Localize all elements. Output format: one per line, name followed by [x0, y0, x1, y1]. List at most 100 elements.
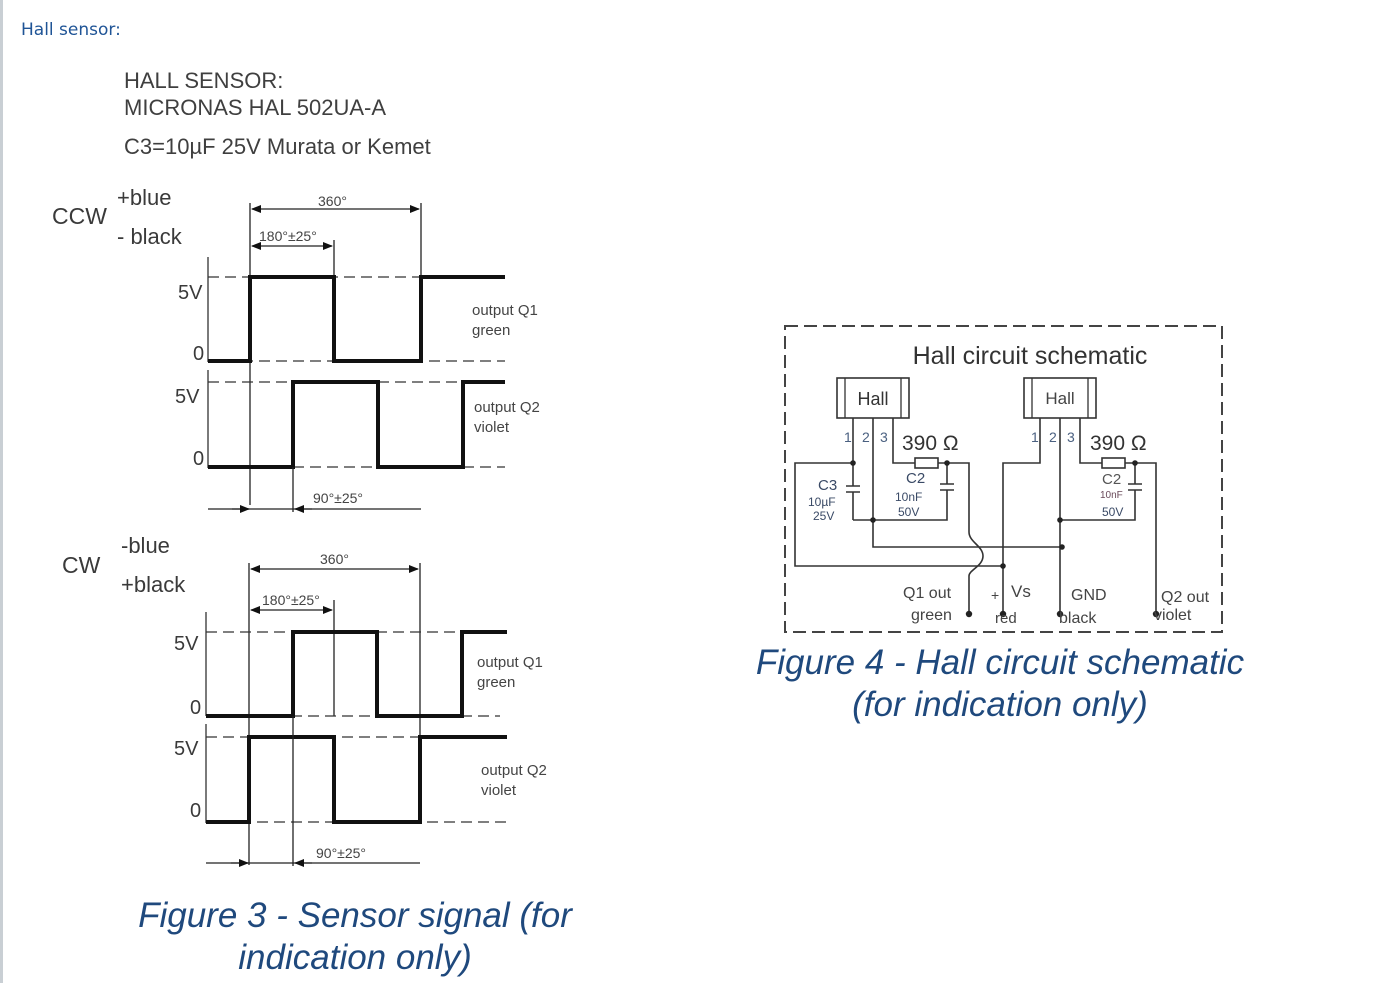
right-c2-name: C2: [1102, 471, 1121, 488]
cw-polarity-blue: -blue: [121, 533, 170, 558]
c3-value: 10µF: [808, 495, 836, 509]
wire: [872, 418, 1062, 548]
wire: [968, 523, 984, 612]
right-pin-3-label: 3: [1067, 429, 1075, 445]
hall-sensor-right-label: Hall: [1045, 389, 1074, 408]
wire: [794, 462, 1003, 567]
terminal-vs: [999, 610, 1007, 618]
section-heading: Hall sensor:: [21, 20, 121, 40]
figure3-caption: Figure 3 - Sensor signal (for indication…: [95, 895, 615, 979]
left-c2-name: C2: [906, 470, 925, 487]
q1-out-label: Q1 out: [903, 585, 952, 602]
right-c2-symbol: [1060, 463, 1142, 521]
vs-label: Vs: [1011, 582, 1031, 601]
hall-circuit-schematic: Hall circuit schematic Hall 1 2 3 390 Ω …: [784, 325, 1223, 633]
left-resistor-label: 390 Ω: [902, 432, 959, 455]
junction-dot: [1057, 517, 1063, 523]
figure4-caption-line2: (for indication only): [852, 685, 1148, 724]
wire: [1079, 418, 1102, 464]
junction-dots: [850, 460, 1160, 618]
schematic-wiring: [794, 418, 1157, 612]
ccw-q1-waveform: [208, 275, 505, 363]
sensor-header-model: MICRONAS HAL 502UA-A: [124, 95, 387, 120]
cw-diagram: CW -blue +black 360° 180°±25° 5V 0 outpu…: [62, 533, 547, 867]
ccw-q2-name: output Q2: [474, 399, 540, 416]
ccw-period-label: 360°: [318, 193, 347, 209]
cw-q1-waveform: [206, 630, 507, 718]
wire: [1002, 418, 1041, 566]
ccw-direction-label: CCW: [52, 203, 107, 229]
wire: [892, 418, 915, 464]
junction-dot: [870, 517, 876, 523]
ccw-polarity-black: - black: [117, 224, 183, 249]
left-margin-rule: [0, 0, 3, 983]
vs-color-label: red: [995, 610, 1017, 627]
wire: [1125, 462, 1157, 612]
right-resistor-label: 390 Ω: [1090, 432, 1147, 455]
hall-sensor-left-label: Hall: [857, 389, 888, 409]
schematic-border: [784, 325, 1223, 633]
cw-phase-label: 90°±25°: [316, 845, 366, 861]
sensor-header-capacitor: C3=10µF 25V Murata or Kemet: [124, 134, 431, 159]
terminal-q2: [1152, 610, 1160, 618]
cw-q2-low-label: 0: [190, 800, 201, 822]
figure4-caption-line1: Figure 4 - Hall circuit schematic: [755, 643, 1245, 682]
left-c2-symbol: [940, 483, 954, 491]
gnd-color-label: black: [1059, 610, 1097, 627]
gnd-label: GND: [1071, 587, 1107, 604]
hall-sensor-right: Hall 1 2 3 390 Ω C2 10nF 50V: [1023, 377, 1147, 519]
ccw-q2-high-label: 5V: [175, 386, 200, 408]
left-pin-1-label: 1: [844, 429, 852, 445]
junction-dot: [1059, 544, 1065, 550]
right-pin-2-label: 2: [1049, 429, 1057, 445]
wire: [938, 462, 970, 523]
ccw-phase-label: 90°±25°: [313, 490, 363, 506]
cw-polarity-black: +black: [121, 572, 186, 597]
schematic-title: Hall circuit schematic: [913, 342, 1148, 370]
ccw-q2-waveform: [208, 380, 505, 469]
right-c2-value: 10nF: [1100, 490, 1123, 501]
q2-color-label: violet: [1154, 607, 1192, 624]
wire: [853, 490, 948, 521]
q2-out-label: Q2 out: [1161, 589, 1210, 606]
ccw-q1-high-label: 5V: [178, 282, 203, 304]
junction-dot: [1132, 460, 1138, 466]
ccw-half-label: 180°±25°: [259, 228, 317, 244]
left-c2-voltage: 50V: [898, 505, 919, 519]
cw-q2-high-label: 5V: [174, 738, 199, 760]
cw-q2-color: violet: [481, 782, 517, 799]
left-pin-3-label: 3: [880, 429, 888, 445]
cw-period-label: 360°: [320, 551, 349, 567]
cw-q1-high-label: 5V: [174, 633, 199, 655]
sensor-signal-diagram: CCW +blue - black 360° 180°±25° 5V 0 out…: [52, 185, 547, 867]
figure3-caption-line1: Figure 3 - Sensor signal (for: [138, 896, 572, 935]
cw-q2-name: output Q2: [481, 762, 547, 779]
cw-half-label: 180°±25°: [262, 592, 320, 608]
c3-name: C3: [818, 477, 837, 494]
ccw-q1-color: green: [472, 322, 510, 339]
cw-q2-waveform: [206, 735, 507, 824]
c3-symbol: [846, 463, 860, 520]
vs-plus-label: +: [991, 587, 999, 603]
hall-sensor-left: Hall 1 2 3 390 Ω C3 10µF 25V C2 10nF 50V: [808, 377, 959, 523]
figure3-caption-line2: indication only): [238, 938, 472, 977]
junction-dot: [850, 460, 856, 466]
terminal-q1: [965, 610, 973, 618]
figure4-caption: Figure 4 - Hall circuit schematic (for i…: [730, 642, 1270, 726]
ccw-q2-low-label: 0: [193, 448, 204, 470]
cw-q1-color: green: [477, 674, 515, 691]
c3-voltage: 25V: [813, 509, 834, 523]
ccw-diagram: CCW +blue - black 360° 180°±25° 5V 0 out…: [52, 185, 540, 513]
right-resistor: [1101, 457, 1126, 469]
terminal-gnd: [1056, 610, 1064, 618]
ccw-q1-name: output Q1: [472, 302, 538, 319]
right-pin-1-label: 1: [1031, 429, 1039, 445]
junction-dot: [944, 460, 950, 466]
ccw-polarity-blue: +blue: [117, 185, 171, 210]
cw-q1-name: output Q1: [477, 654, 543, 671]
junction-dot: [1000, 563, 1006, 569]
sensor-header-title: HALL SENSOR:: [124, 68, 284, 93]
hall-sensor-left-body: [836, 377, 910, 419]
ccw-q1-low-label: 0: [193, 343, 204, 365]
left-resistor: [914, 457, 939, 469]
